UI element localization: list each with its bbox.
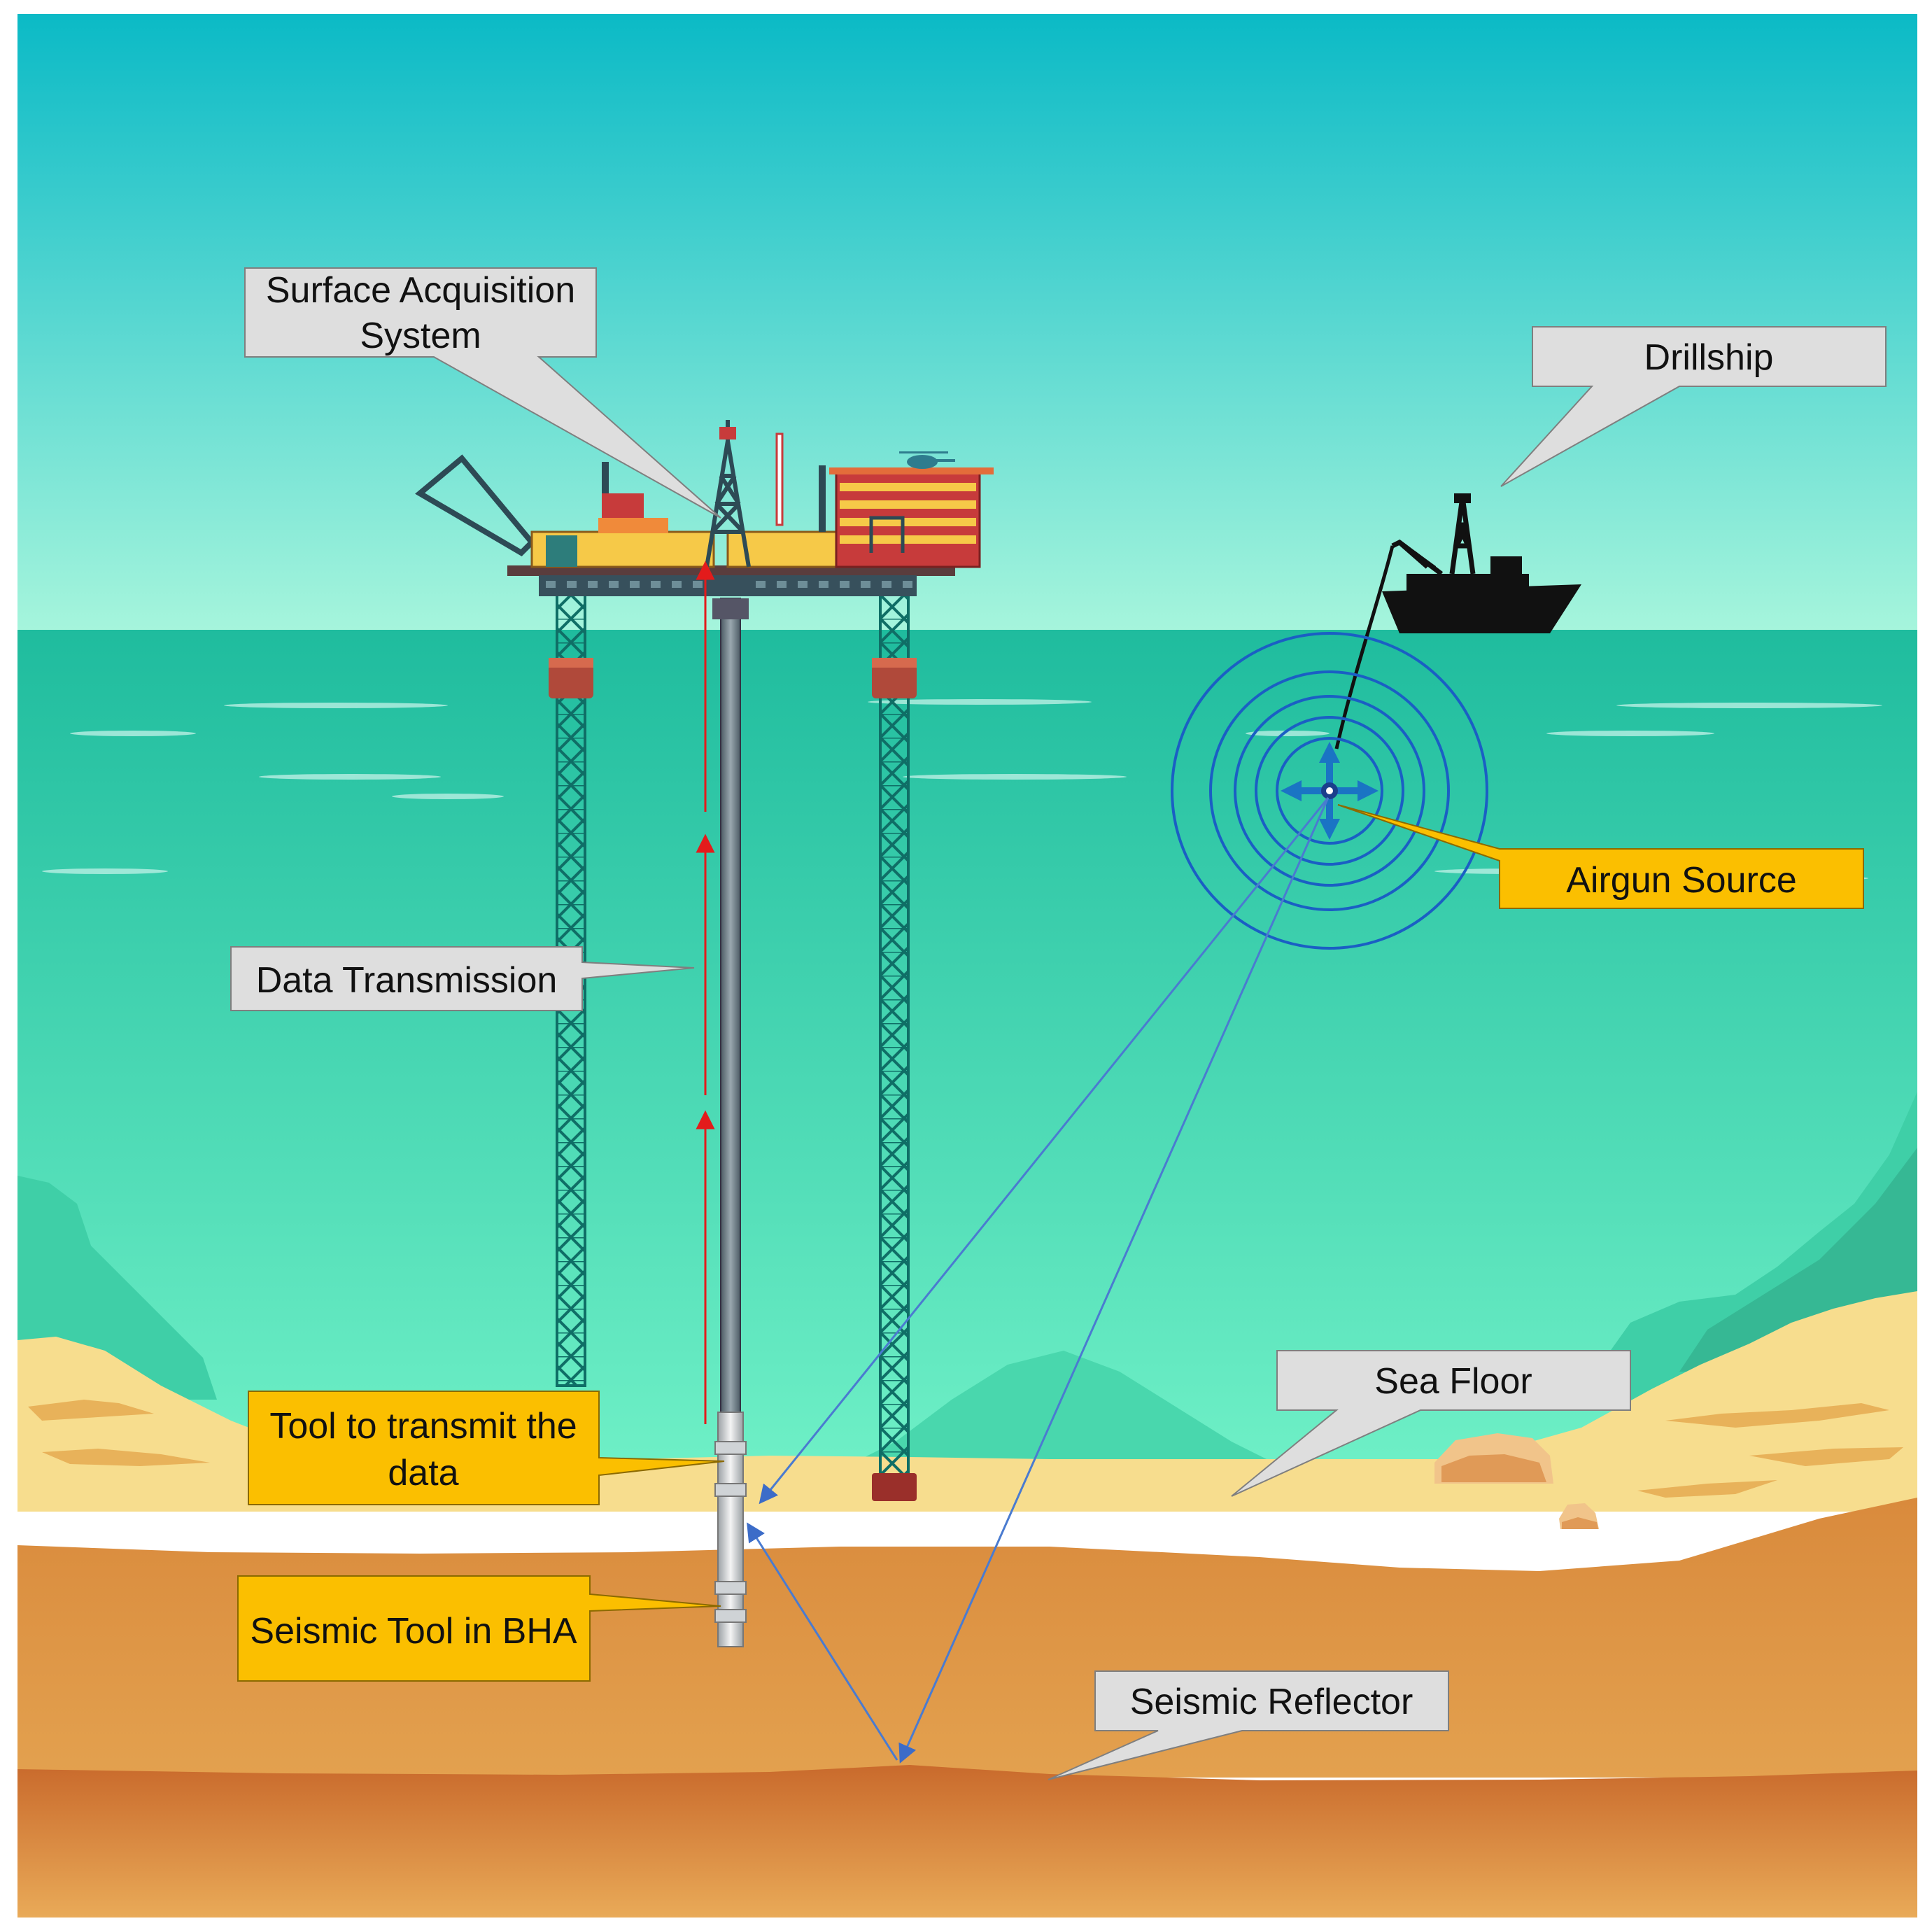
label-surface-acquisition-1: Surface Acquisition [266,270,575,311]
label-seismic-tool: Seismic Tool in BHA [250,1611,577,1652]
label-seismic-reflector: Seismic Reflector [1130,1682,1413,1722]
label-airgun-source: Airgun Source [1566,860,1797,901]
callout-tool-transmit: Tool to transmit the data [248,1391,725,1505]
callout-surface-acquisition: Surface Acquisition System [244,267,721,519]
direct-ray [759,797,1330,1505]
label-tool-transmit-1: Tool to transmit the [269,1406,577,1447]
callout-seismic-reflector: Seismic Reflector [1048,1670,1449,1780]
airgun-wave-rings [1171,632,1488,950]
helicopter-icon [899,451,955,469]
label-surface-acquisition-2: System [360,316,481,356]
drillship-icon [1334,493,1581,750]
reflected-ray [747,1522,898,1761]
label-data-transmission: Data Transmission [256,960,558,1001]
label-tool-transmit-2: data [388,1453,458,1493]
callout-airgun-source: Airgun Source [1337,804,1864,909]
drill-pipe [720,598,741,1418]
callout-seismic-tool: Seismic Tool in BHA [237,1575,721,1682]
callout-sea-floor: Sea Floor [1231,1350,1631,1497]
underwater-mound [840,1351,1288,1470]
callout-drillship: Drillship [1500,326,1887,487]
label-sea-floor: Sea Floor [1374,1361,1532,1402]
drill-string [712,598,749,1647]
callout-data-transmission: Data Transmission [230,946,695,1011]
leg-collar-right [872,665,917,698]
leg-foot-right [872,1473,917,1501]
leg-collar-left [549,665,593,698]
background [17,14,1917,1918]
label-drillship: Drillship [1644,337,1774,378]
airgun-source-icon [1281,742,1379,840]
downgoing-ray [898,797,1330,1764]
rocks [1434,1433,1599,1529]
earth-reflector-layer [17,1765,1917,1918]
wellhead [712,598,749,619]
platform-leg-right [872,593,917,1501]
sand-ripples [28,1400,1903,1498]
platform-deck [507,565,955,576]
seismic-ray-paths [747,797,1330,1764]
offshore-platform [415,420,994,596]
